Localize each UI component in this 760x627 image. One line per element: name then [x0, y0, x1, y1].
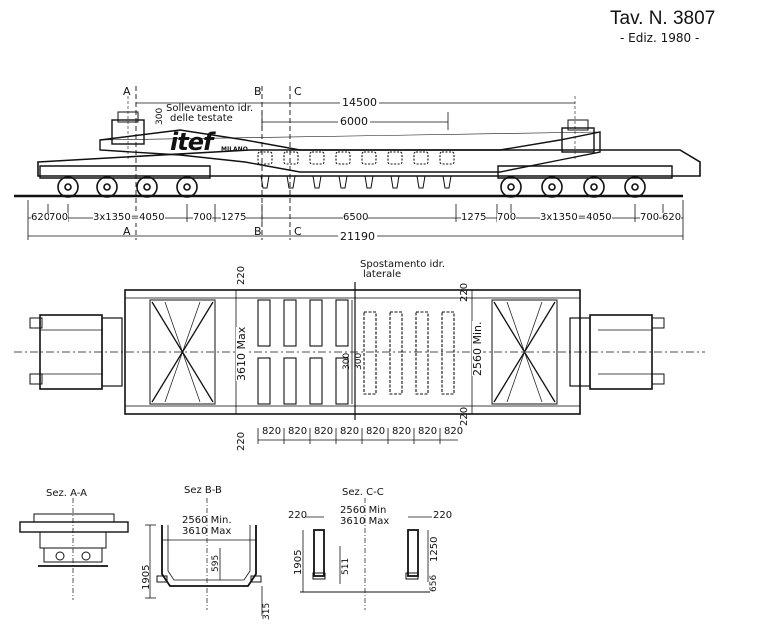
dim-overhang-left: 700: [49, 212, 69, 223]
plan-right-top: 220: [459, 282, 470, 302]
section-bb: [145, 498, 263, 616]
plan-width-max: 3610 Max: [235, 326, 248, 381]
cc-right: 220: [433, 510, 453, 521]
cc-inner: 511: [341, 557, 351, 575]
plan-right-bottom: 220: [459, 406, 470, 426]
spacing-7: 820: [418, 426, 438, 437]
dim-bogie-gap-right: 700: [497, 212, 517, 223]
section-aa: [19, 498, 129, 600]
plan-width-min: 2560 Min.: [471, 321, 484, 376]
overall-length-dim: 21190: [338, 230, 377, 243]
brand-city: MILANO: [221, 146, 248, 153]
plan-top-margin: 220: [236, 265, 247, 285]
cc-left: 220: [288, 510, 308, 521]
spacing-3: 820: [314, 426, 334, 437]
spacing-4: 820: [340, 426, 360, 437]
section-mark-a-top: A: [123, 85, 131, 98]
plan-shift-value-2: 300: [354, 352, 364, 370]
bb-width-min: 2560 Min.: [182, 515, 232, 526]
bed-length-dim: 6000: [338, 115, 370, 128]
drawing-number: Tav. N. 3807: [610, 8, 716, 29]
spacing-6: 820: [392, 426, 412, 437]
dim-neck-left: 1275: [221, 212, 247, 223]
brand-logo: itef: [170, 128, 213, 156]
plan-bottom-margin: 220: [236, 431, 247, 451]
cc-bottom: 656: [429, 574, 439, 592]
dim-bed: 6500: [343, 212, 369, 223]
cc-width-min: 2560 Min: [340, 505, 387, 516]
cc-width-max: 3610 Max: [340, 516, 390, 527]
bb-inner: 595: [211, 554, 221, 572]
spacing-1: 820: [262, 426, 282, 437]
edition-label: - Ediz. 1980 -: [620, 31, 700, 45]
section-mark-b-bottom: B: [254, 225, 262, 238]
lift-value: 300: [155, 107, 165, 125]
dim-bogie-gap-left: 700: [193, 212, 213, 223]
dim-neck-right: 1275: [461, 212, 487, 223]
lift-note-line1: Sollevamento idr.: [166, 103, 254, 114]
overall-top-dim: 14500: [340, 96, 379, 109]
section-mark-b-top: B: [254, 85, 262, 98]
bb-bottom: 315: [262, 602, 272, 620]
section-aa-title: Sez. A-A: [46, 488, 87, 499]
plan-shift-value-1: 300: [342, 352, 352, 370]
section-mark-c-bottom: C: [294, 225, 302, 238]
cc-height: 1905: [293, 549, 304, 575]
section-bb-title: Sez B-B: [184, 485, 222, 496]
shift-note-line2: laterale: [363, 269, 402, 280]
side-elevation: [14, 86, 701, 240]
spacing-2: 820: [288, 426, 308, 437]
shift-note-line1: Spostamento idr.: [360, 259, 446, 270]
bb-height: 1905: [141, 564, 152, 590]
section-mark-a-bottom: A: [123, 225, 131, 238]
lift-note-line2: delle testate: [170, 113, 233, 124]
dim-end-left: 620: [31, 212, 51, 223]
dim-overhang-right: 700: [640, 212, 660, 223]
plan-view: [14, 282, 705, 444]
cc-side: 1250: [429, 536, 440, 562]
dim-axles-right: 3x1350=4050: [540, 212, 612, 223]
spacing-8: 820: [444, 426, 464, 437]
bb-width-max: 3610 Max: [182, 526, 232, 537]
section-cc: [300, 498, 432, 610]
dim-axles-left: 3x1350=4050: [93, 212, 165, 223]
section-mark-c-top: C: [294, 85, 302, 98]
spacing-5: 820: [366, 426, 386, 437]
dim-end-right: 620: [662, 212, 682, 223]
section-cc-title: Sez. C-C: [342, 487, 384, 498]
